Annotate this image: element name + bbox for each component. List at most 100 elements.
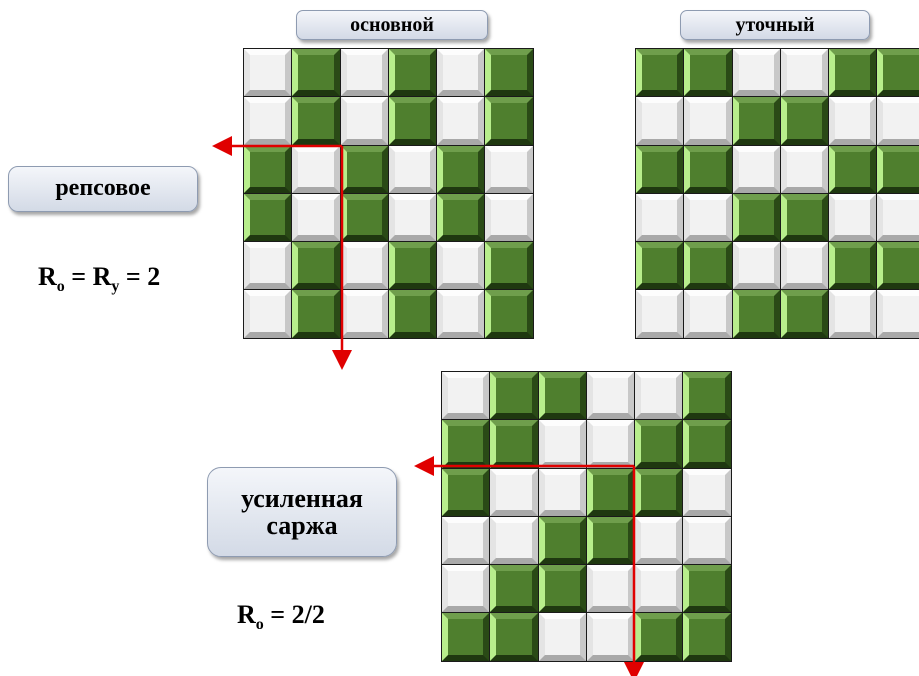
- weft-float-cell: [829, 290, 877, 338]
- weft-float-cell: [586, 420, 635, 468]
- warp-float-cell: [485, 97, 533, 145]
- weft-float-cell: [340, 49, 388, 97]
- weft-float-cell: [442, 516, 490, 565]
- warp-float-cell: [683, 372, 731, 420]
- weft-float-cell: [340, 242, 388, 290]
- warp-float-cell: [437, 193, 485, 242]
- weft-float-cell: [437, 242, 485, 290]
- warp-float-cell: [829, 49, 877, 97]
- warp-float-cell: [732, 97, 780, 145]
- warp-float-cell: [340, 193, 388, 242]
- weft-float-cell: [437, 49, 485, 97]
- warp-float-cell: [538, 372, 586, 420]
- weft-float-cell: [586, 372, 635, 420]
- warp-float-cell: [442, 468, 490, 516]
- warp-float-cell: [244, 193, 292, 242]
- warp-float-cell: [636, 242, 684, 290]
- weft-float-cell: [388, 145, 437, 193]
- weft-float-cell: [829, 193, 877, 242]
- weft-float-cell: [829, 97, 877, 145]
- warp-float-cell: [292, 49, 340, 97]
- rep-repeat-arrows: [212, 136, 352, 370]
- warp-float-cell: [586, 516, 635, 565]
- warp-rep-label: основной: [296, 10, 488, 40]
- warp-float-cell: [636, 145, 684, 193]
- weft-float-cell: [490, 468, 538, 516]
- weft-float-cell: [635, 565, 683, 613]
- warp-float-cell: [683, 613, 731, 661]
- weft-float-cell: [732, 49, 780, 97]
- warp-float-cell: [490, 372, 538, 420]
- weft-rep-weave-grid: [635, 48, 919, 339]
- weft-float-cell: [877, 193, 919, 242]
- formula-r-symbol: R: [38, 262, 57, 291]
- warp-float-cell: [683, 565, 731, 613]
- warp-float-cell: [388, 290, 437, 338]
- warp-float-cell: [684, 49, 732, 97]
- warp-float-cell: [490, 613, 538, 661]
- warp-float-cell: [635, 420, 683, 468]
- warp-float-cell: [388, 97, 437, 145]
- weft-float-cell: [636, 290, 684, 338]
- warp-float-cell: [292, 97, 340, 145]
- weft-float-cell: [292, 145, 340, 193]
- warp-float-cell: [538, 565, 586, 613]
- warp-float-cell: [292, 242, 340, 290]
- warp-float-cell: [877, 242, 919, 290]
- warp-float-cell: [388, 242, 437, 290]
- warp-float-cell: [780, 290, 829, 338]
- weft-float-cell: [780, 242, 829, 290]
- weft-float-cell: [244, 97, 292, 145]
- weft-float-cell: [732, 145, 780, 193]
- weft-float-cell: [586, 613, 635, 661]
- weft-float-cell: [877, 290, 919, 338]
- weft-float-cell: [636, 97, 684, 145]
- warp-float-cell: [684, 242, 732, 290]
- rep-weave-label-text: репсовое: [55, 175, 151, 202]
- warp-float-cell: [586, 468, 635, 516]
- weft-float-cell: [538, 613, 586, 661]
- weft-float-cell: [485, 145, 533, 193]
- weft-float-cell: [635, 372, 683, 420]
- warp-float-cell: [635, 613, 683, 661]
- formula-subscript-o: o: [56, 278, 65, 296]
- warp-float-cell: [780, 193, 829, 242]
- warp-float-cell: [538, 516, 586, 565]
- formula-r-symbol: R: [237, 600, 256, 629]
- reinforced-twill-line1: усиленная: [241, 483, 363, 513]
- formula-subscript-o: o: [255, 616, 264, 634]
- weft-float-cell: [732, 242, 780, 290]
- weft-float-cell: [684, 193, 732, 242]
- warp-float-cell: [485, 290, 533, 338]
- weft-float-cell: [244, 290, 292, 338]
- warp-float-cell: [829, 242, 877, 290]
- weft-float-cell: [244, 242, 292, 290]
- weft-float-cell: [684, 290, 732, 338]
- weft-float-cell: [442, 565, 490, 613]
- reinforced-twill-label: усиленная саржа: [207, 467, 397, 557]
- weft-float-cell: [490, 516, 538, 565]
- weft-float-cell: [340, 290, 388, 338]
- weft-float-cell: [586, 565, 635, 613]
- formula-value: = 2: [119, 262, 161, 291]
- weft-rep-label: уточный: [680, 10, 870, 40]
- weft-float-cell: [683, 468, 731, 516]
- rep-weave-label: репсовое: [8, 166, 198, 212]
- formula-value: = 2/2: [263, 600, 325, 629]
- weft-float-cell: [437, 97, 485, 145]
- weft-float-cell: [388, 193, 437, 242]
- weft-float-cell: [292, 193, 340, 242]
- weft-float-cell: [683, 516, 731, 565]
- warp-float-cell: [340, 145, 388, 193]
- warp-float-cell: [635, 468, 683, 516]
- rep-repeat-formula: Ro = Ry = 2: [38, 262, 160, 296]
- warp-float-cell: [490, 420, 538, 468]
- warp-float-cell: [437, 145, 485, 193]
- weft-float-cell: [780, 145, 829, 193]
- warp-float-cell: [244, 145, 292, 193]
- weft-float-cell: [538, 420, 586, 468]
- warp-float-cell: [732, 193, 780, 242]
- weft-float-cell: [340, 97, 388, 145]
- weft-rep-label-text: уточный: [735, 13, 815, 36]
